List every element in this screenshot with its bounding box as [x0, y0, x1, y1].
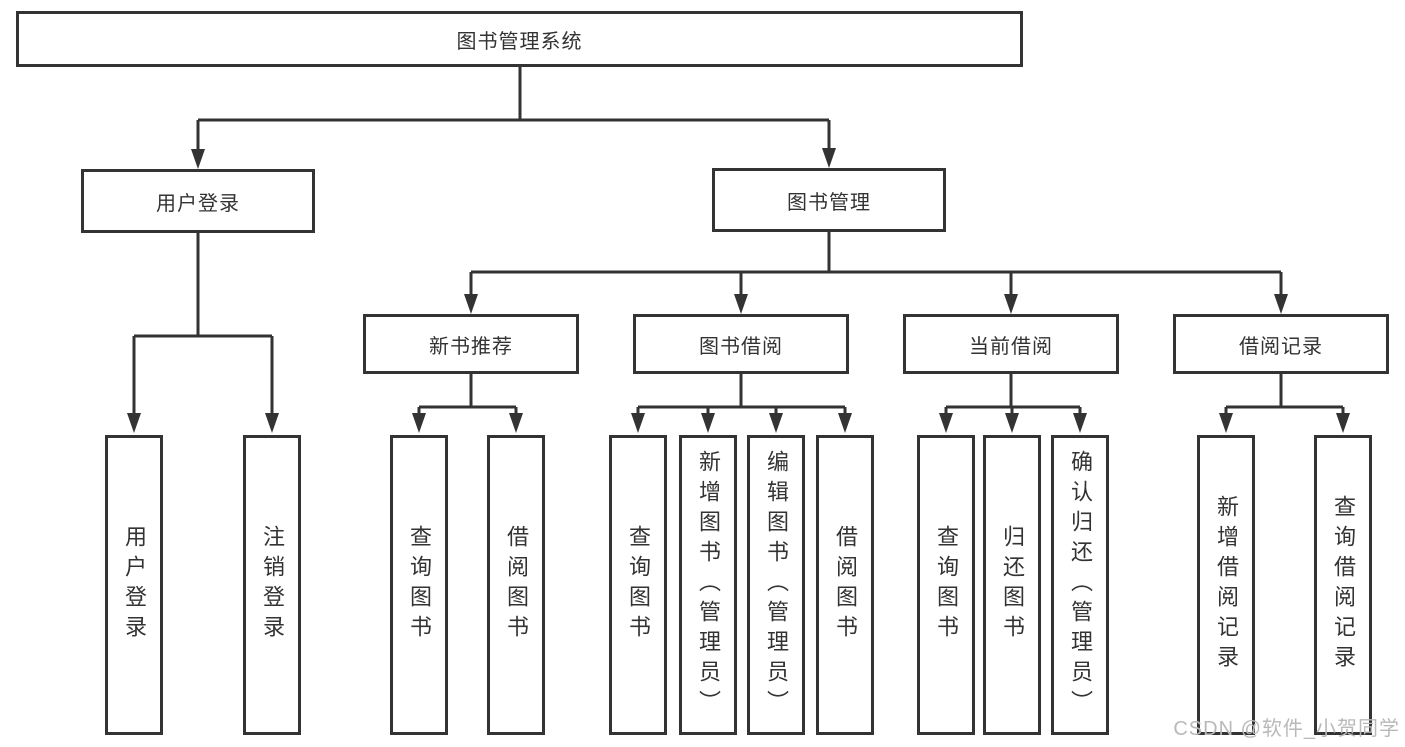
- node-borrow-records-label: 借阅记录: [1239, 335, 1323, 358]
- node-user-login-label: 用户登录: [156, 192, 240, 215]
- node-current-borrowing-label: 当前借阅: [969, 335, 1053, 358]
- leaf-current-confirm-return-admin-label: 确认归还（管理员）: [1068, 450, 1093, 720]
- leaf-borrowing-query: 查询图书: [609, 435, 667, 735]
- csdn-watermark: CSDN @软件_小贺同学: [1173, 718, 1400, 740]
- node-borrow-records: 借阅记录: [1173, 314, 1389, 374]
- leaf-logout: 注销登录: [243, 435, 301, 735]
- leaf-newbooks-query-label: 查询图书: [407, 525, 432, 645]
- leaf-user-login-label: 用户登录: [122, 525, 147, 645]
- leaf-borrowing-add-admin-label: 新增图书（管理员）: [696, 450, 721, 720]
- node-book-management-label: 图书管理: [787, 191, 871, 214]
- leaf-records-add-label: 新增借阅记录: [1214, 495, 1239, 675]
- leaf-borrowing-borrow: 借阅图书: [816, 435, 874, 735]
- node-book-borrowing-label: 图书借阅: [699, 335, 783, 358]
- leaf-records-add: 新增借阅记录: [1197, 435, 1255, 735]
- node-book-management: 图书管理: [712, 168, 946, 232]
- arrowheads: [127, 148, 1350, 433]
- leaf-logout-label: 注销登录: [260, 525, 285, 645]
- leaf-newbooks-borrow: 借阅图书: [487, 435, 545, 735]
- node-current-borrowing: 当前借阅: [903, 314, 1119, 374]
- leaf-borrowing-edit-admin: 编辑图书（管理员）: [747, 435, 805, 735]
- leaf-newbooks-borrow-label: 借阅图书: [504, 525, 529, 645]
- leaf-borrowing-borrow-label: 借阅图书: [833, 525, 858, 645]
- node-root-label: 图书管理系统: [456, 30, 583, 53]
- leaf-newbooks-query: 查询图书: [390, 435, 448, 735]
- node-new-books: 新书推荐: [363, 314, 579, 374]
- leaf-current-return: 归还图书: [983, 435, 1041, 735]
- node-new-books-label: 新书推荐: [429, 335, 513, 358]
- leaf-records-query: 查询借阅记录: [1314, 435, 1372, 735]
- leaf-borrowing-query-label: 查询图书: [626, 525, 651, 645]
- node-root: 图书管理系统: [16, 11, 1023, 67]
- node-user-login: 用户登录: [81, 169, 315, 233]
- leaf-borrowing-edit-admin-label: 编辑图书（管理员）: [764, 450, 789, 720]
- leaf-current-query: 查询图书: [917, 435, 975, 735]
- leaf-current-return-label: 归还图书: [1000, 525, 1025, 645]
- leaf-current-confirm-return-admin: 确认归还（管理员）: [1051, 435, 1109, 735]
- leaf-current-query-label: 查询图书: [934, 525, 959, 645]
- leaf-borrowing-add-admin: 新增图书（管理员）: [679, 435, 737, 735]
- leaf-records-query-label: 查询借阅记录: [1331, 495, 1356, 675]
- node-book-borrowing: 图书借阅: [633, 314, 849, 374]
- leaf-user-login: 用户登录: [105, 435, 163, 735]
